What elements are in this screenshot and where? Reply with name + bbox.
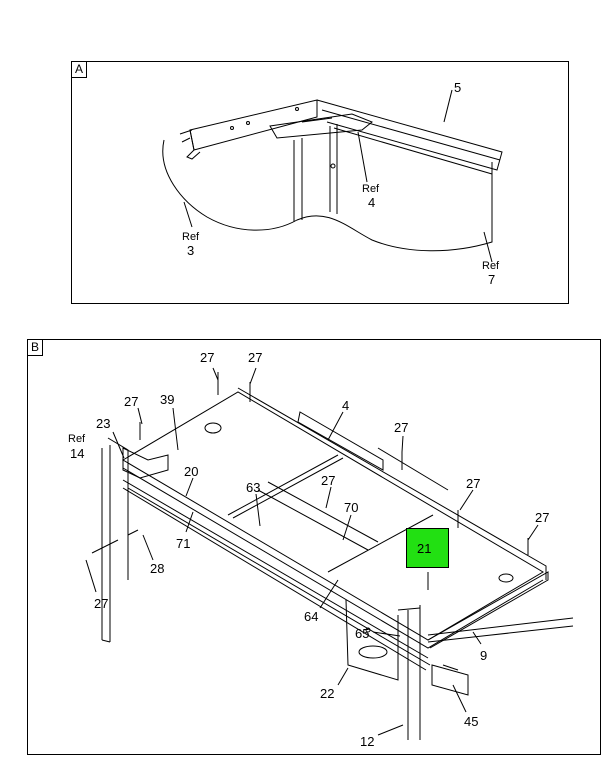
detail-panel-b: B [27, 339, 601, 755]
callout-27-f: 27 [321, 473, 335, 488]
callout-27-a: 27 [200, 350, 214, 365]
callout-ref4-label: Ref [362, 183, 380, 195]
callout-ref3-label: Ref [182, 231, 200, 243]
leader-5 [443, 89, 453, 123]
callout-23: 23 [96, 416, 110, 431]
callout-39: 39 [160, 392, 174, 407]
leader-ref3 [183, 201, 193, 228]
callout-ref14-label: Ref [68, 433, 86, 445]
callout-27-h: 27 [94, 596, 108, 611]
right-post [407, 605, 421, 740]
callout-3: 3 [187, 243, 194, 258]
left-post [101, 445, 111, 643]
panel-b-tag: B [28, 340, 43, 356]
center-post [293, 124, 338, 222]
callout-22: 22 [320, 686, 334, 701]
callout-4: 4 [342, 398, 349, 413]
leader-ref7 [483, 231, 493, 263]
panel-b-drawing: 27 27 27 39 4 27 23 Ref 14 20 27 63 27 7… [68, 350, 574, 749]
callout-20: 20 [184, 464, 198, 479]
callout-21: 21 [417, 541, 432, 556]
callout-21-highlight[interactable]: 21 [406, 528, 449, 568]
callout-71: 71 [176, 536, 190, 551]
callout-5: 5 [454, 80, 461, 95]
callout-65: 65 [355, 626, 369, 641]
callout-70: 70 [344, 500, 358, 515]
callout-27-c: 27 [124, 394, 138, 409]
callout-27-e: 27 [466, 476, 480, 491]
callout-64: 64 [304, 609, 318, 624]
callout-28: 28 [150, 561, 164, 576]
callout-27-d: 27 [394, 420, 408, 435]
break-outline [162, 139, 493, 252]
panel-a-tag: A [72, 62, 87, 78]
callout-27-b: 27 [248, 350, 262, 365]
callout-4: 4 [368, 195, 375, 210]
floor-plate [122, 391, 544, 641]
detail-panel-a: A 5 Ref 4 Ref 3 Ref 7 [71, 61, 569, 304]
callout-45: 45 [464, 714, 478, 729]
front-rail [122, 479, 431, 671]
callout-14: 14 [70, 446, 84, 461]
callout-27-g: 27 [535, 510, 549, 525]
leader-ref4 [357, 131, 368, 183]
callout-7: 7 [488, 272, 495, 287]
right-end-rail [427, 571, 549, 649]
callout-ref7-label: Ref [482, 260, 500, 272]
callout-9: 9 [480, 648, 487, 663]
callout-12: 12 [360, 734, 374, 749]
callout-63: 63 [246, 480, 260, 495]
rear-rail [237, 387, 547, 580]
top-rail [316, 99, 503, 171]
panel-a-drawing: 5 Ref 4 Ref 3 Ref 7 [162, 80, 503, 287]
